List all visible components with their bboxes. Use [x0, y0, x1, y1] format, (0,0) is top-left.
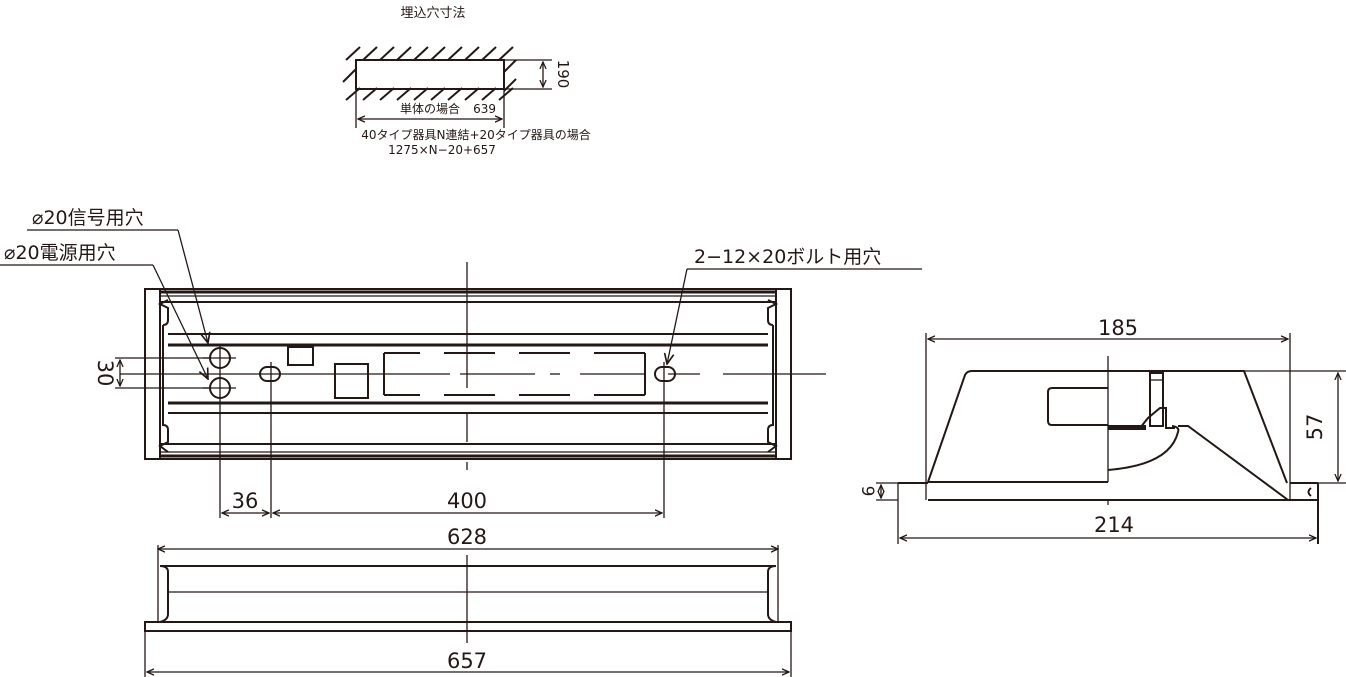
cutout-height-dim: 190: [554, 60, 572, 89]
body-width-dim: 185: [1098, 316, 1138, 340]
bolt-hole-callout: 2−12×20ボルト用穴: [694, 246, 881, 268]
body-length-dim: 628: [447, 525, 487, 549]
cutout-multi-formula: 1275×N−20+657: [388, 143, 496, 157]
side-view: 185 57 9 214: [857, 316, 1346, 544]
bolt-span-dim: 400: [447, 489, 487, 513]
cutout-single-label: 単体の場合: [400, 101, 460, 116]
overall-width-dim: 214: [1094, 513, 1134, 537]
cutout-dimension-diagram: 埋込穴寸法: [342, 6, 591, 157]
cutout-title: 埋込穴寸法: [400, 6, 465, 21]
front-view: 657: [144, 545, 792, 677]
side-body-outline: [927, 370, 1288, 484]
overall-length-dim: 657: [447, 649, 487, 673]
flange-thickness-dim: 9: [857, 486, 877, 497]
cutout-single-value: 639: [473, 102, 496, 116]
bolt-slot-right: [654, 366, 676, 382]
signal-hole-callout: ⌀20信号用穴: [32, 207, 144, 229]
edge-offset-dim: 36: [232, 489, 259, 513]
front-flange: [144, 621, 792, 632]
body-height-dim: 57: [1303, 414, 1327, 441]
component-small: [287, 346, 314, 366]
cutout-opening: [355, 59, 505, 90]
hole-pitch-dim: 30: [93, 360, 117, 387]
ballast-dashed-outline: [383, 352, 646, 396]
hatch-top: [345, 46, 514, 61]
cutout-multi-label: 40タイプ器具N連結+20タイプ器具の場合: [361, 127, 591, 142]
power-hole-callout: ⌀20電源用穴: [4, 242, 116, 264]
hatch-bottom: [345, 87, 514, 101]
plan-view: ⌀20信号用穴 ⌀20電源用穴 2−12×20ボルト用穴: [0, 207, 922, 549]
mount-slot-left: [259, 366, 281, 382]
component-terminal: [334, 363, 369, 399]
